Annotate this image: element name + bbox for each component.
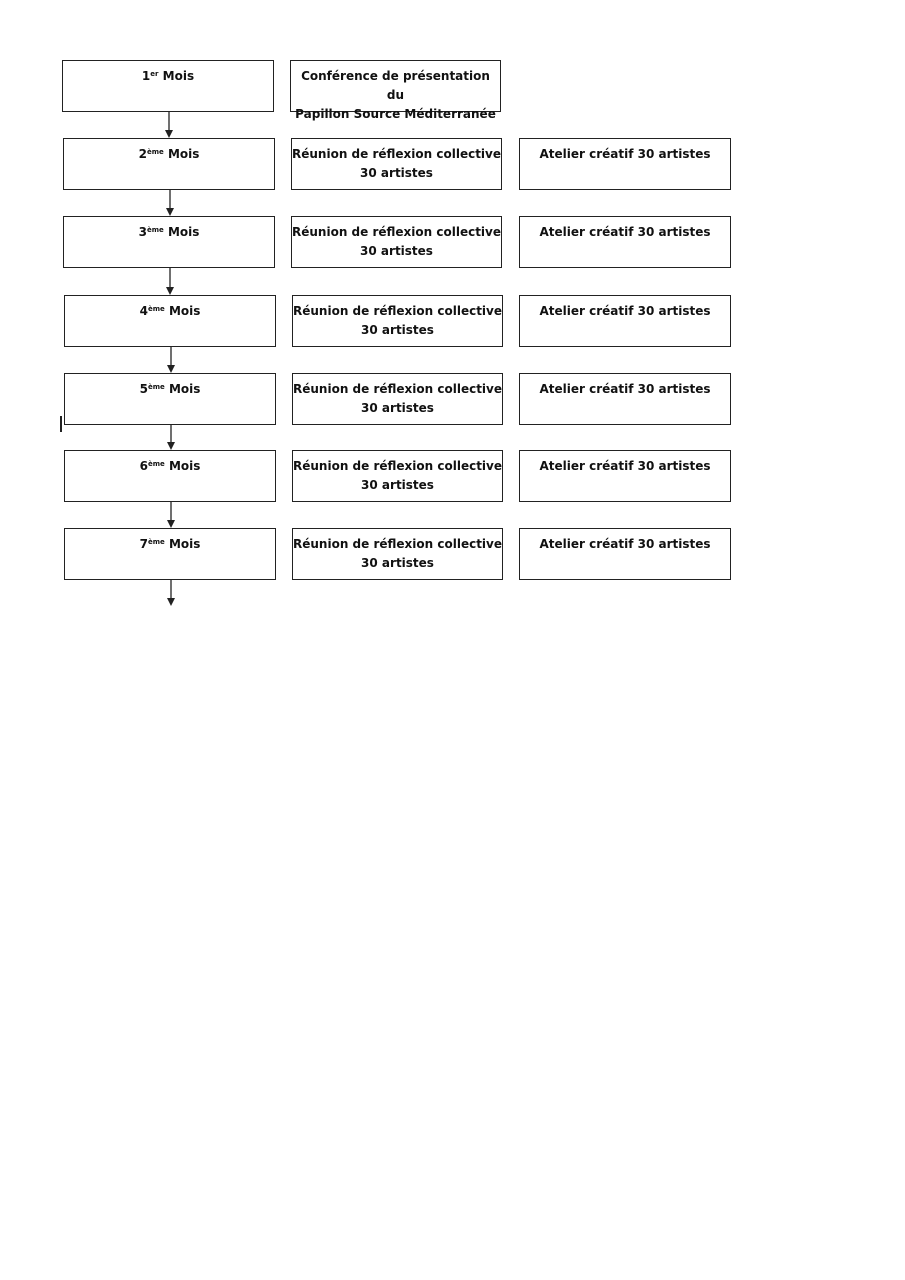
workshop-box: Atelier créatif 30 artistes	[519, 450, 731, 502]
month-word: Mois	[168, 382, 201, 396]
arrow-head	[166, 208, 174, 216]
month-number: 6ème	[140, 459, 165, 473]
month-ordinal-suffix: ème	[146, 148, 164, 156]
box-text-line: Atelier créatif 30 artistes	[539, 459, 711, 473]
month-word: Mois	[162, 69, 195, 83]
meeting-box: Réunion de réflexion collective 30 artist…	[292, 295, 503, 347]
box-text-line: 30 artistes	[361, 323, 434, 337]
box-text-line: Conférence de présentation du	[301, 69, 490, 102]
box-text-line: 30 artistes	[361, 478, 434, 492]
arrow-head	[165, 130, 173, 138]
box-text-line: Atelier créatif 30 artistes	[539, 537, 711, 551]
month-number: 2ème	[139, 147, 164, 161]
month-ordinal-suffix: ème	[147, 305, 165, 313]
month-box: 2ème Mois	[63, 138, 275, 190]
box-text-line: Réunion de réflexion collective	[293, 304, 503, 318]
box-text-line: Atelier créatif 30 artistes	[539, 304, 711, 318]
arrow-head	[167, 520, 175, 528]
month-word: Mois	[168, 304, 201, 318]
month-ordinal-suffix: ème	[147, 460, 165, 468]
box-text-line: 30 artistes	[361, 401, 434, 415]
month-number: 5ème	[140, 382, 165, 396]
workshop-box: Atelier créatif 30 artistes	[519, 138, 731, 190]
month-number: 1er	[142, 69, 159, 83]
meeting-box: Réunion de réflexion collective 30 artist…	[292, 528, 503, 580]
box-text-line: 30 artistes	[360, 244, 433, 258]
box-text-line: Réunion de réflexion collective	[293, 537, 503, 551]
month-number: 7ème	[140, 537, 165, 551]
month-ordinal-suffix: ème	[147, 383, 165, 391]
month-word: Mois	[167, 225, 200, 239]
conference-box: Conférence de présentation du Papillon So…	[290, 60, 501, 121]
arrow-head	[167, 598, 175, 606]
box-text-line: 30 artistes	[360, 166, 433, 180]
month-box: 1er Mois	[62, 60, 274, 112]
month-number-digit: 5	[139, 382, 148, 396]
month-number-digit: 3	[138, 225, 147, 239]
meeting-box: Réunion de réflexion collective 30 artist…	[292, 373, 503, 425]
month-ordinal-suffix: ème	[147, 538, 165, 546]
box-text-line: Atelier créatif 30 artistes	[539, 382, 711, 396]
workshop-box: Atelier créatif 30 artistes	[519, 216, 731, 268]
box-text-line: Réunion de réflexion collective	[292, 147, 502, 161]
meeting-box: Réunion de réflexion collective 30 artist…	[291, 216, 502, 268]
arrow-head	[166, 287, 174, 295]
month-word: Mois	[168, 459, 201, 473]
box-text-line: Papillon Source Méditerranée	[295, 107, 496, 121]
month-number-digit: 1	[141, 69, 151, 83]
arrow-head	[167, 442, 175, 450]
workshop-box: Atelier créatif 30 artistes	[519, 373, 731, 425]
box-text-line: Réunion de réflexion collective	[293, 459, 503, 473]
month-word: Mois	[167, 147, 200, 161]
month-number-digit: 6	[139, 459, 148, 473]
box-text-line: Atelier créatif 30 artistes	[539, 147, 711, 161]
meeting-box: Réunion de réflexion collective 30 artist…	[292, 450, 503, 502]
box-text-line: Réunion de réflexion collective	[292, 225, 502, 239]
month-number-digit: 4	[139, 304, 148, 318]
meeting-box: Réunion de réflexion collective 30 artist…	[291, 138, 502, 190]
month-word: Mois	[168, 537, 201, 551]
month-number: 3ème	[139, 225, 164, 239]
month-number-digit: 2	[138, 147, 147, 161]
box-text-line: Réunion de réflexion collective	[293, 382, 503, 396]
workshop-box: Atelier créatif 30 artistes	[519, 295, 731, 347]
box-text-line: Atelier créatif 30 artistes	[539, 225, 711, 239]
month-number: 4ème	[140, 304, 165, 318]
month-ordinal-suffix: ème	[146, 226, 164, 234]
arrow-head	[167, 365, 175, 373]
box-text-line: 30 artistes	[361, 556, 434, 570]
month-box: 7ème Mois	[64, 528, 276, 580]
month-box: 3ème Mois	[63, 216, 275, 268]
month-box: 6ème Mois	[64, 450, 276, 502]
workshop-box: Atelier créatif 30 artistes	[519, 528, 731, 580]
month-box: 5ème Mois	[64, 373, 276, 425]
month-number-digit: 7	[139, 537, 148, 551]
text-cursor-mark	[60, 416, 62, 432]
month-ordinal-suffix: er	[150, 70, 159, 78]
month-box: 4ème Mois	[64, 295, 276, 347]
